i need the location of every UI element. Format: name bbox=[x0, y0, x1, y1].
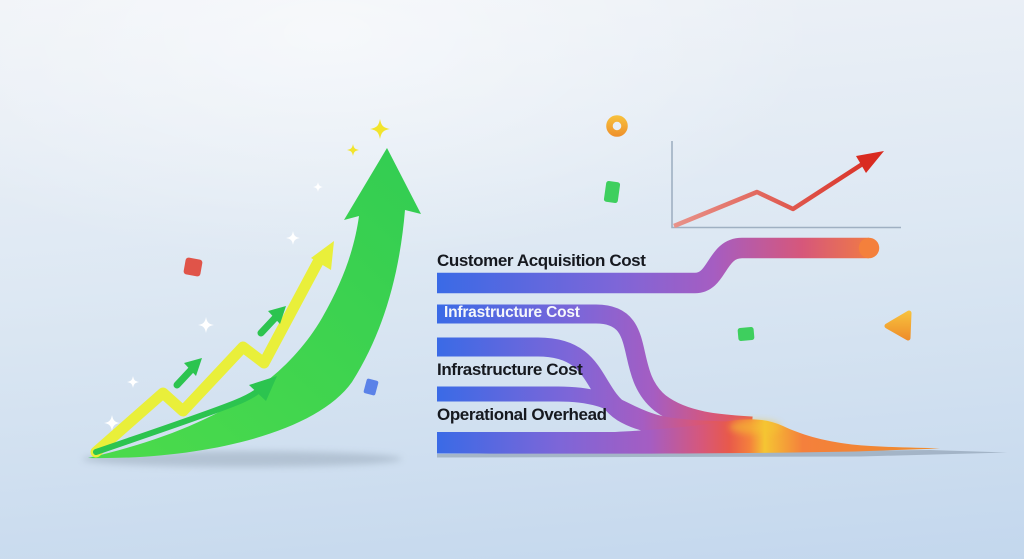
sparkle-white-icon bbox=[313, 182, 323, 192]
label-operational-overhead: Operational Overhead bbox=[437, 405, 607, 424]
orange-donut-icon bbox=[606, 115, 628, 137]
mini-trend-chart bbox=[671, 141, 901, 229]
chart-axes bbox=[671, 141, 901, 229]
chart-trend-line bbox=[673, 161, 866, 229]
orange-triangle-icon bbox=[884, 310, 912, 341]
yellow-zigzag-arrow-head bbox=[311, 241, 334, 270]
small-up-arrow-1 bbox=[173, 358, 202, 389]
thin-green-arrow-shaft bbox=[93, 385, 265, 455]
growth-arrows-group bbox=[88, 148, 421, 459]
yellow-zigzag-arrow-shaft bbox=[90, 256, 324, 458]
green-square-icon bbox=[737, 327, 755, 341]
flow-customer-acquisition bbox=[437, 237, 869, 294]
thin-green-arrow-head bbox=[249, 376, 277, 401]
big-growth-arrow bbox=[88, 148, 421, 459]
sparkle-yellow-icon bbox=[370, 119, 390, 139]
label-infrastructure-cost-on-bar: Infrastructure Cost bbox=[444, 304, 580, 321]
label-customer-acquisition-cost: Customer Acquisition Cost bbox=[437, 251, 646, 270]
small-up-arrow-2 bbox=[257, 306, 286, 337]
flow-operational-overhead bbox=[437, 419, 940, 454]
red-square-icon bbox=[183, 257, 203, 277]
confetti-group bbox=[183, 115, 912, 396]
green-rect-icon bbox=[603, 180, 621, 204]
sparkle-white-icon bbox=[198, 317, 214, 333]
cost-flow-diagram bbox=[437, 237, 940, 454]
sankey-ground-shadow bbox=[437, 450, 1007, 458]
sparkle-yellow-icon bbox=[347, 144, 359, 156]
label-infrastructure-cost: Infrastructure Cost bbox=[437, 360, 583, 379]
chart-trend-arrow-head bbox=[856, 151, 884, 173]
sparkle-white-icon bbox=[286, 231, 300, 245]
flow-customer-acquisition-cap bbox=[858, 237, 880, 259]
flow-merge-highlight bbox=[729, 420, 781, 434]
blue-square-icon bbox=[363, 378, 379, 396]
sparkle-white-icon bbox=[127, 376, 139, 388]
